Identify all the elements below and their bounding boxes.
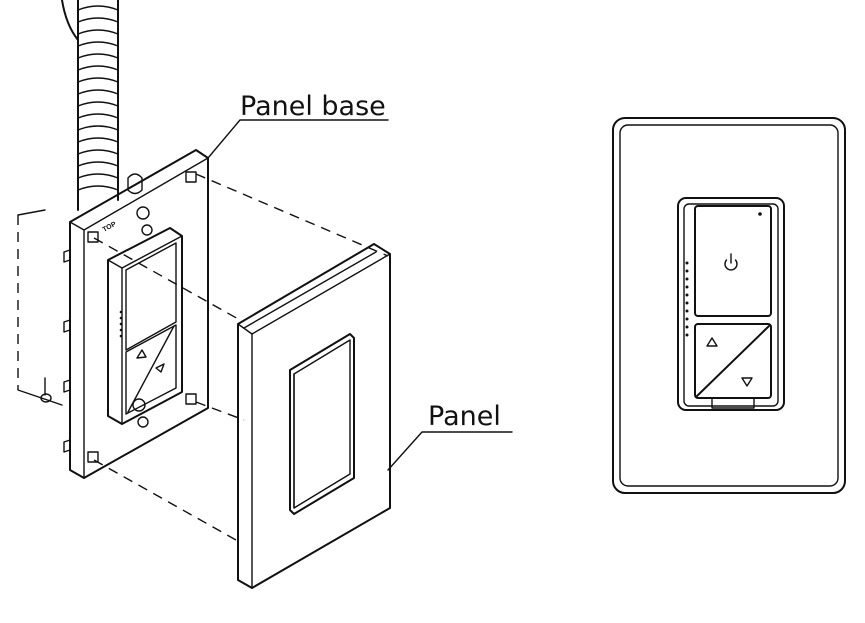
dimmer-face xyxy=(677,197,785,411)
top-marking: TOP xyxy=(102,221,118,234)
panel-leader xyxy=(387,431,513,471)
dimmer-rocker[interactable] xyxy=(694,323,772,399)
panel-base-leader xyxy=(207,119,389,159)
wall-plate-front xyxy=(612,117,846,494)
panel-label: Panel xyxy=(428,401,501,432)
status-led xyxy=(758,212,762,216)
down-arrow-icon[interactable] xyxy=(741,377,753,387)
up-arrow-icon[interactable] xyxy=(706,337,718,347)
panel-base-plate xyxy=(63,149,209,479)
exploded-view: TOP xyxy=(17,0,513,589)
power-button[interactable] xyxy=(694,205,772,317)
up-arrow-icon xyxy=(136,349,147,359)
panel-base-label: Panel base xyxy=(240,91,386,122)
front-view xyxy=(612,117,846,494)
wall-box-outline xyxy=(17,209,63,406)
projection-lines xyxy=(93,173,389,541)
down-arrow-icon xyxy=(155,363,165,373)
power-icon xyxy=(724,253,738,271)
level-indicator xyxy=(685,261,689,337)
dimmer-module xyxy=(107,227,183,425)
conduit xyxy=(61,0,119,211)
cover-panel xyxy=(237,243,391,589)
